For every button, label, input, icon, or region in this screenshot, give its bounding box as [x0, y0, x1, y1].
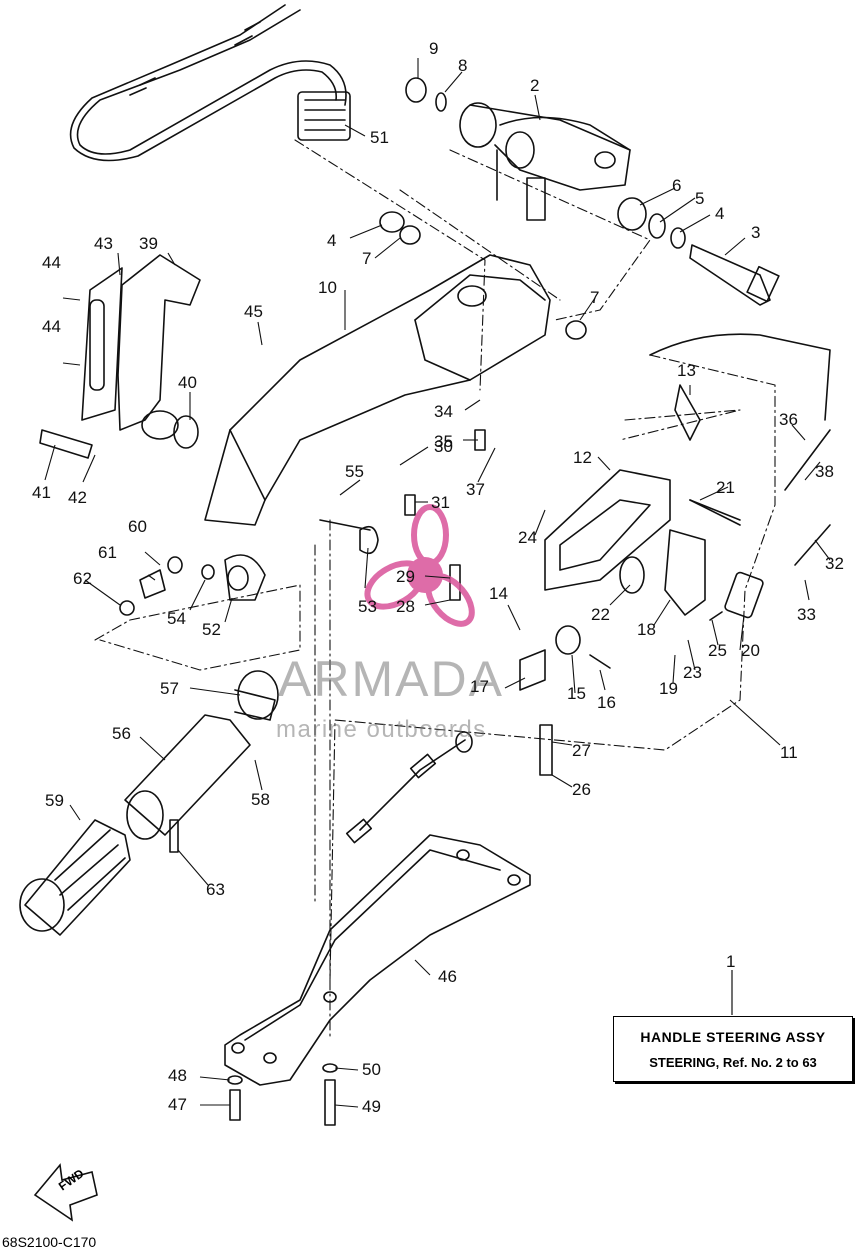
callout-19: 19	[659, 679, 678, 698]
assembly-title: HANDLE STEERING ASSY	[640, 1029, 826, 1045]
callout-62: 62	[73, 569, 92, 588]
callout-30: 30	[434, 437, 453, 456]
callout-8: 8	[458, 56, 468, 75]
diagram-code: 68S2100-C170	[2, 1234, 97, 1250]
callout-44b: 44	[42, 317, 61, 336]
callout-7b: 7	[590, 288, 600, 307]
tiller-handle-body-part	[204, 254, 551, 526]
callout-11: 11	[780, 743, 798, 762]
callout-3: 3	[751, 223, 761, 242]
screws-part	[169, 429, 553, 1126]
callout-31: 31	[431, 493, 450, 512]
lower-cover-part	[224, 834, 531, 1086]
callout-28: 28	[396, 597, 415, 616]
callout-57: 57	[160, 679, 179, 698]
callout-4a: 4	[715, 204, 725, 223]
callout-24: 24	[518, 528, 537, 547]
callout-54: 54	[167, 609, 186, 628]
callout-18: 18	[637, 620, 656, 639]
callout-29: 29	[396, 567, 415, 586]
bolt-and-washers-part	[379, 197, 780, 340]
callout-20: 20	[741, 641, 760, 660]
throttle-cable-part	[69, 4, 351, 162]
callout-21: 21	[716, 478, 735, 497]
callout-43: 43	[94, 234, 113, 253]
callout-40: 40	[178, 373, 197, 392]
nut-and-washer-part	[405, 77, 447, 112]
callout-48: 48	[168, 1066, 187, 1085]
callout-36: 36	[779, 410, 798, 429]
watermark-tagline: marine outboards	[276, 716, 487, 743]
callout-46: 46	[438, 967, 457, 986]
callout-34: 34	[434, 402, 453, 421]
callout-16: 16	[597, 693, 616, 712]
callout-7a: 7	[362, 249, 372, 268]
callout-17: 17	[470, 677, 489, 696]
callout-59: 59	[45, 791, 64, 810]
friction-adjuster-part	[119, 554, 266, 616]
bolt-part	[39, 429, 93, 459]
callout-60: 60	[128, 517, 147, 536]
reference-leader-lines	[94, 139, 776, 1041]
link-rods-part	[319, 333, 831, 566]
callout-45: 45	[244, 302, 263, 321]
callout-15: 15	[567, 684, 586, 703]
fwd-arrow-icon	[33, 1163, 98, 1222]
callout-61: 61	[98, 543, 117, 562]
callout-42: 42	[68, 488, 87, 507]
callout-23: 23	[683, 663, 702, 682]
callout-50: 50	[362, 1060, 381, 1079]
callout-63: 63	[206, 880, 225, 899]
callout-27: 27	[572, 741, 591, 760]
shift-bracket-assy-part	[519, 384, 764, 691]
callout-2: 2	[530, 76, 540, 95]
callout-9: 9	[429, 39, 439, 58]
shift-lever-part	[81, 254, 201, 449]
assembly-title-box: HANDLE STEERING ASSY STEERING, Ref. No. …	[613, 1016, 853, 1082]
callout-56: 56	[112, 724, 131, 743]
throttle-rod-part	[345, 731, 473, 844]
callout-14: 14	[489, 584, 508, 603]
callout-47: 47	[168, 1095, 187, 1114]
callout-58: 58	[251, 790, 270, 809]
callout-25: 25	[708, 641, 727, 660]
callout-5: 5	[695, 189, 705, 208]
callout-41: 41	[32, 483, 51, 502]
callout-53: 53	[358, 597, 377, 616]
callout-32: 32	[825, 554, 844, 573]
callout-44a: 44	[42, 253, 61, 272]
watermark-name: ARMADA	[278, 651, 504, 707]
callout-55: 55	[345, 462, 364, 481]
armada-logo	[364, 504, 475, 627]
callout-49: 49	[362, 1097, 381, 1116]
callout-37: 37	[466, 480, 485, 499]
callout-4b: 4	[327, 231, 337, 250]
assembly-subtitle: STEERING, Ref. No. 2 to 63	[649, 1055, 817, 1070]
callout-6: 6	[672, 176, 682, 195]
callout-52: 52	[202, 620, 221, 639]
callout-12: 12	[573, 448, 592, 467]
callout-35: 35	[434, 432, 453, 451]
callout-10: 10	[318, 278, 337, 297]
callout-38: 38	[815, 462, 834, 481]
steering-bracket-part	[459, 102, 631, 221]
callout-26: 26	[572, 780, 591, 799]
callout-22: 22	[591, 605, 610, 624]
callout-51: 51	[370, 128, 389, 147]
callout-33: 33	[797, 605, 816, 624]
callout-13: 13	[677, 361, 696, 380]
callout-leaders	[44, 58, 831, 1108]
callout-39: 39	[139, 234, 158, 253]
callout-1: 1	[726, 952, 736, 971]
